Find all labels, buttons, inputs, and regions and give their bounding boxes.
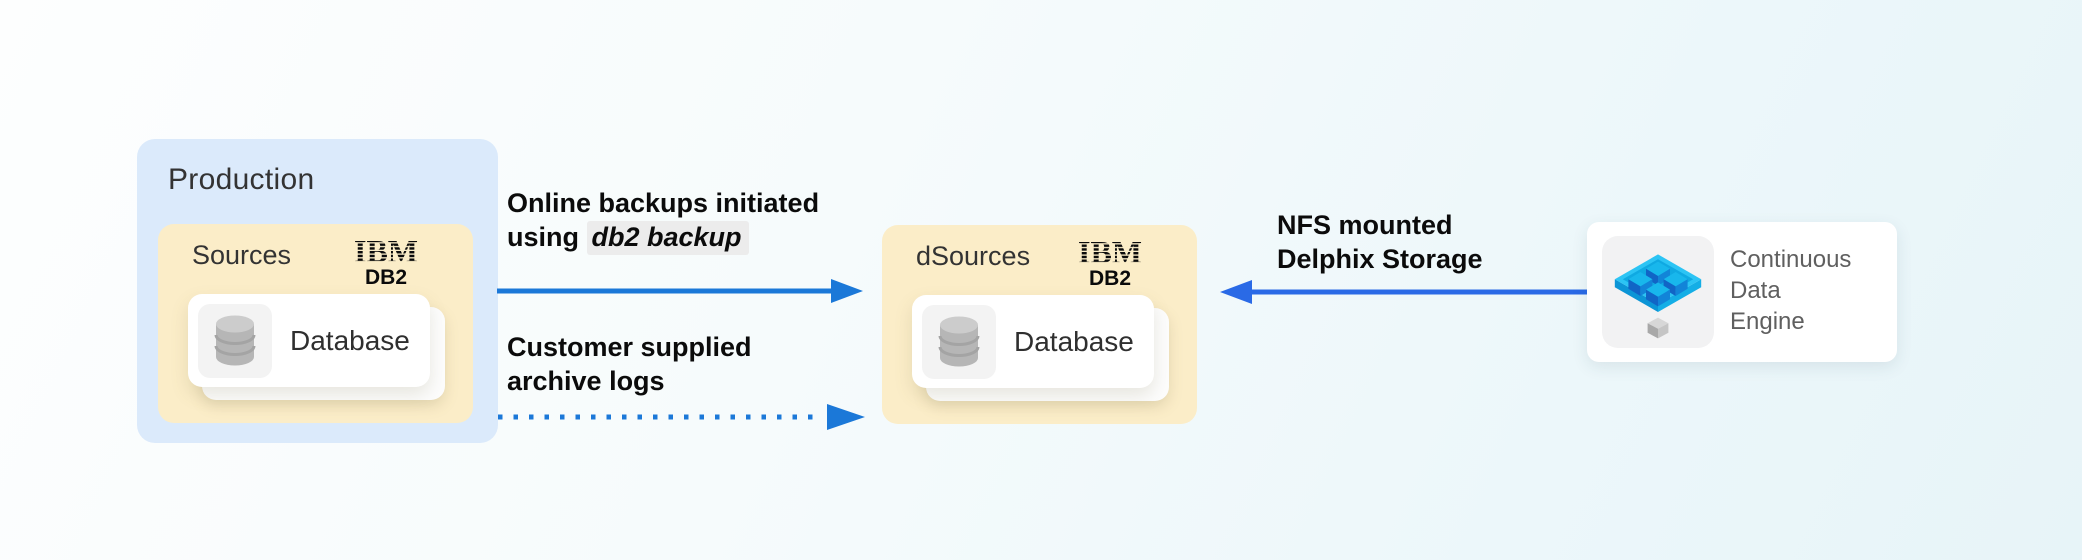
database-card-label: Database <box>1014 325 1134 357</box>
database-card: Database <box>912 295 1154 388</box>
nfs-arrow <box>1220 280 1588 304</box>
archive-label-line1: Customer supplied <box>507 332 752 362</box>
backups-label-line2: using db2 backup <box>507 220 819 255</box>
nfs-label-line1: NFS mounted <box>1277 210 1453 240</box>
dsources-label: dSources <box>916 241 1031 271</box>
ibm-db2-logo: IBM DB2 <box>353 236 419 288</box>
db2-label: DB2 <box>364 266 407 289</box>
backups-arrow <box>497 279 863 303</box>
backups-arrow-label: Online backups initiated using db2 backu… <box>507 186 820 255</box>
continuous-data-engine-icon <box>1614 254 1702 339</box>
engine-label-line1: Continuous <box>1730 246 1852 273</box>
engine-icon-tile <box>1602 236 1714 348</box>
database-cylinder-icon <box>214 315 256 365</box>
ibm-logo-icon: IBM <box>354 236 418 266</box>
engine-label: Continuous Data Engine <box>1730 244 1851 337</box>
db2-backup-code: db2 backup <box>586 221 749 255</box>
archive-arrow <box>498 404 865 430</box>
sources-label: Sources <box>192 240 292 270</box>
nfs-arrow-label: NFS mounted Delphix Storage <box>1277 208 1483 276</box>
database-card: Database <box>188 294 430 387</box>
database-card-label: Database <box>290 324 410 356</box>
continuous-data-engine-card: Continuous Data Engine <box>1587 222 1897 362</box>
engine-label-line3: Engine <box>1730 308 1805 335</box>
database-icon-tile <box>198 303 272 378</box>
production-group: Production Sources IBM DB2 <box>137 139 498 443</box>
production-label: Production <box>168 163 315 196</box>
database-icon-tile <box>922 304 996 379</box>
dsources-group: dSources IBM DB2 Database <box>882 225 1197 424</box>
ibm-logo-icon: IBM <box>1078 237 1142 267</box>
svg-text:IBM: IBM <box>354 236 418 266</box>
engine-label-line2: Data <box>1730 277 1781 304</box>
archive-arrow-label: Customer supplied archive logs <box>507 330 752 398</box>
database-cylinder-icon <box>938 316 980 366</box>
archive-label-line2: archive logs <box>507 366 665 396</box>
nfs-label-line2: Delphix Storage <box>1277 244 1483 274</box>
sources-group: Sources IBM DB2 Database <box>158 224 473 423</box>
svg-text:IBM: IBM <box>1078 237 1142 267</box>
ibm-db2-logo: IBM DB2 <box>1077 237 1143 289</box>
backups-label-line1: Online backups initiated <box>507 188 820 218</box>
db2-label: DB2 <box>1088 267 1131 290</box>
